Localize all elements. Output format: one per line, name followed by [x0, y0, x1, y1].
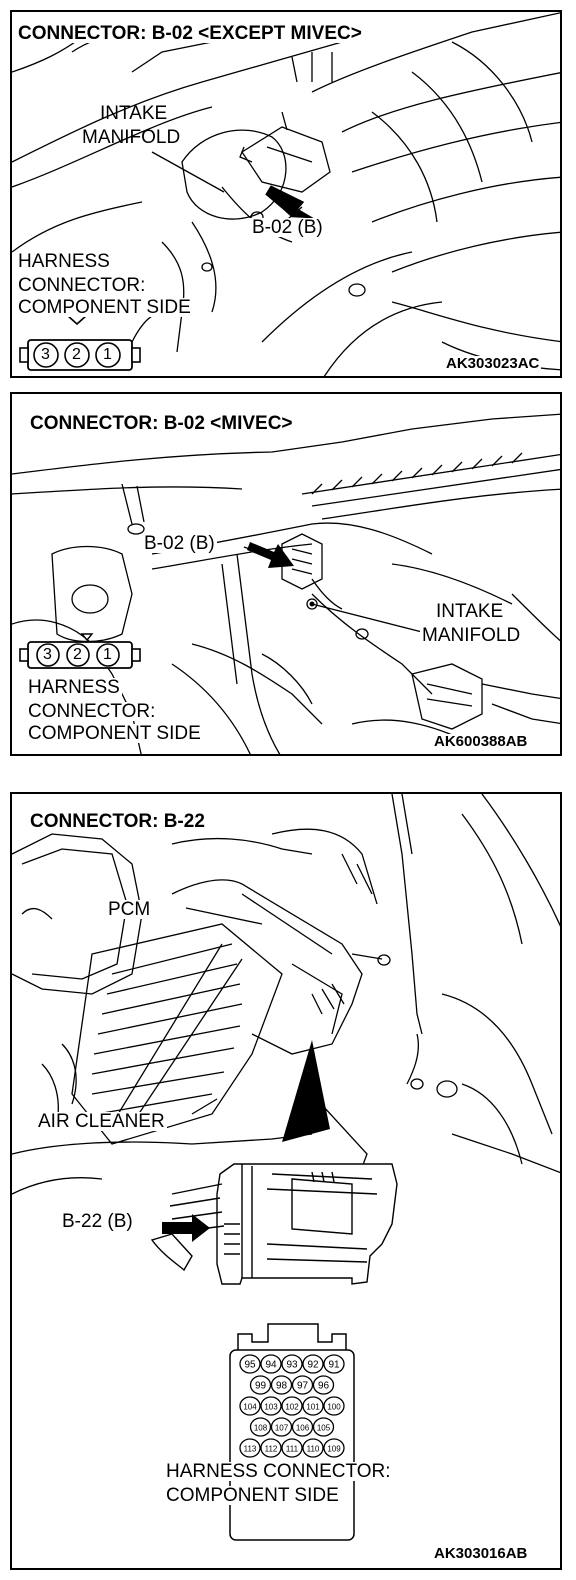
pin-label: 96 [318, 1381, 330, 1392]
pin-label: 106 [296, 1424, 310, 1433]
label-harness: HARNESS [26, 677, 122, 698]
leader-intake-manifold [151, 151, 225, 193]
pin-1: 1 [103, 646, 112, 663]
callout-pointer [282, 1040, 330, 1142]
pin-label: 103 [264, 1403, 278, 1412]
pin-cavity [302, 1354, 324, 1374]
diagram-panel-b02-mivec: CONNECTOR: B-02 <MIVEC> B-02 (B) INTAKE … [10, 392, 562, 756]
pin-label: 101 [306, 1403, 320, 1412]
pin-cavity [281, 1354, 303, 1374]
pin-label: 110 [307, 1445, 320, 1454]
pin-label: 98 [276, 1381, 288, 1392]
pin-label: 108 [254, 1424, 268, 1433]
connector-key-triangle [80, 633, 94, 642]
pin-cavity [239, 1438, 261, 1458]
pin-cavity [239, 1396, 261, 1416]
pin-3: 3 [41, 346, 50, 363]
pin-label: 100 [327, 1403, 341, 1412]
leader-intake-manifold [311, 603, 423, 633]
diagram-panel-b02-except-mivec: CONNECTOR: B-02 <EXCEPT MIVEC> INTAKE MA… [10, 10, 562, 378]
label-harness: HARNESS [16, 251, 112, 272]
pin-cavity [312, 1417, 335, 1437]
pin-label: 109 [327, 1445, 341, 1454]
pin-cavity [302, 1396, 324, 1416]
label-component-side: COMPONENT SIDE [164, 1485, 341, 1506]
label-harness-connector: HARNESS CONNECTOR: [164, 1461, 393, 1482]
pin-cavity [312, 1375, 335, 1395]
engine-drawing-except-mivec [12, 12, 560, 376]
pin-grid: 95 94 93 92 91 99 98 97 96 104 103 102 101 100 108 107 1… [239, 1354, 345, 1458]
leader-air-cleaner [191, 1098, 218, 1115]
leader-pcm [185, 907, 263, 925]
pin-cavity [323, 1396, 345, 1416]
pin-cavity [270, 1417, 293, 1437]
pin-cavity [281, 1438, 303, 1458]
pin-label: 107 [275, 1424, 289, 1433]
pin-label: 95 [244, 1360, 256, 1371]
label-component-side: COMPONENT SIDE [16, 297, 193, 318]
label-connector-word: CONNECTOR: [16, 275, 148, 296]
pin-cavity [302, 1438, 324, 1458]
pointer-arrow [162, 1214, 210, 1242]
pin-label: 113 [244, 1445, 257, 1454]
pointer-arrow [247, 542, 294, 568]
pin-label: 105 [317, 1424, 331, 1433]
pin-cavity [323, 1354, 345, 1374]
pin-label: 93 [286, 1360, 298, 1371]
pointer-arrow [265, 185, 315, 219]
pin-cavity [291, 1375, 314, 1395]
pin-label: 104 [243, 1403, 257, 1412]
figure-code: AK303023AC [444, 355, 542, 372]
label-intake: INTAKE [100, 103, 168, 124]
pin-label: 94 [265, 1360, 277, 1371]
pin-2: 2 [73, 646, 82, 663]
label-intake: INTAKE [434, 601, 506, 622]
pin-cavity [260, 1354, 282, 1374]
pin-cavity [260, 1396, 282, 1416]
pcm-drawing: 95 94 93 92 91 99 98 97 96 104 103 102 101 100 108 107 1… [12, 794, 560, 1541]
label-component-side: COMPONENT SIDE [26, 723, 203, 744]
pin-2: 2 [72, 346, 81, 363]
pin-3: 3 [43, 646, 52, 663]
label-manifold: MANIFOLD [82, 127, 181, 148]
pin-label: 102 [285, 1403, 299, 1412]
pcm-connector-closeup [150, 1163, 398, 1285]
engine-drawing-mivec [12, 413, 560, 754]
pin-label: 99 [255, 1381, 267, 1392]
label-air-cleaner: AIR CLEANER [36, 1111, 167, 1132]
label-manifold: MANIFOLD [420, 625, 523, 646]
pin-cavity [291, 1417, 314, 1437]
pin-1: 1 [103, 346, 112, 363]
label-connector-b02: B-02 (B) [250, 217, 325, 238]
pin-label: 111 [286, 1445, 299, 1454]
pin-cavity [260, 1438, 282, 1458]
label-connector-b22: B-22 (B) [60, 1211, 135, 1232]
pin-cavity [323, 1438, 345, 1458]
pin-label: 91 [328, 1360, 340, 1371]
pin-label: 112 [265, 1445, 278, 1454]
pin-cavity [239, 1354, 261, 1374]
panel-title: CONNECTOR: B-02 <MIVEC> [28, 413, 295, 434]
panel-title: CONNECTOR: B-02 <EXCEPT MIVEC> [16, 23, 364, 44]
pin-cavity [270, 1375, 293, 1395]
pin-cavity [249, 1417, 272, 1437]
figure-code: AK303016AB [432, 1545, 530, 1562]
label-connector-word: CONNECTOR: [26, 701, 158, 722]
diagram-panel-b22: 95 94 93 92 91 99 98 97 96 104 103 102 101 100 108 107 1… [10, 792, 562, 1570]
label-pcm: PCM [106, 899, 153, 920]
pin-cavity [249, 1375, 272, 1395]
pin-label: 92 [307, 1360, 319, 1371]
figure-code: AK600388AB [432, 733, 530, 750]
pin-cavity [281, 1396, 303, 1416]
pin-label: 97 [297, 1381, 309, 1392]
label-connector-b02: B-02 (B) [142, 533, 217, 554]
panel-title: CONNECTOR: B-22 [28, 811, 207, 832]
